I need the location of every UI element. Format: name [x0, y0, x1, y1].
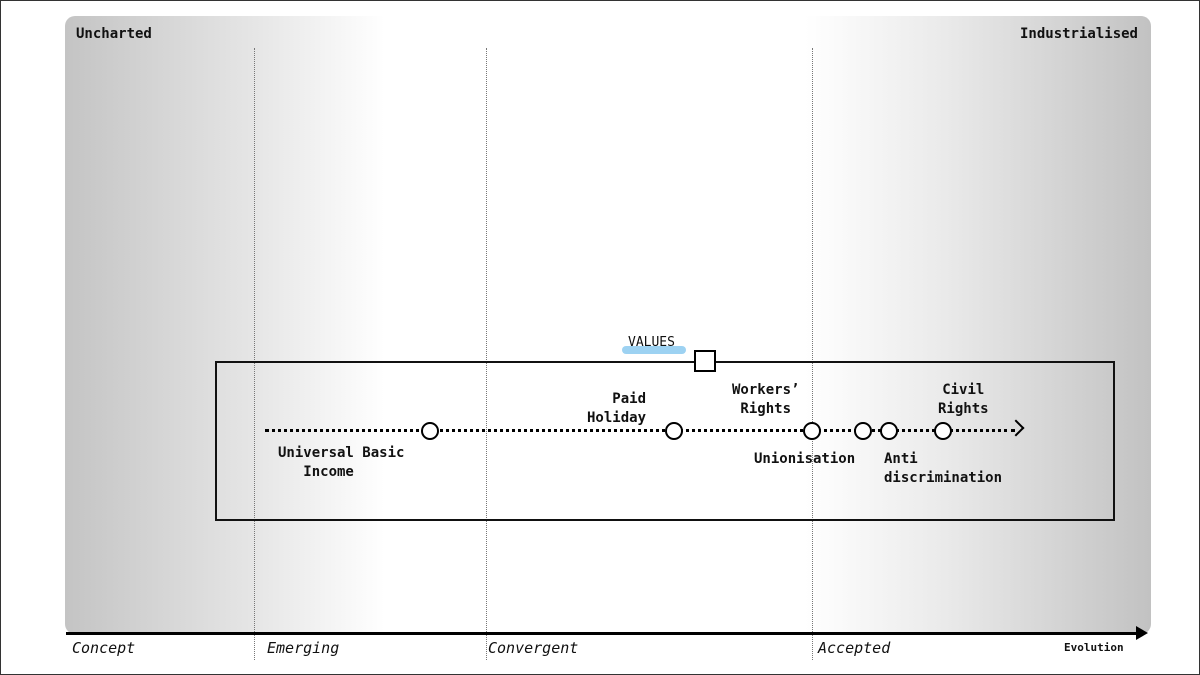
stage-accepted: Accepted: [818, 639, 891, 657]
stage-divider-accepted: [812, 48, 813, 660]
label-universal-basic-income: Universal Basic Income: [278, 445, 405, 480]
map-canvas: [65, 16, 1151, 634]
node-unionisation[interactable]: [854, 422, 872, 440]
values-highlight-mark: [622, 346, 686, 354]
values-group-label: VALUES: [628, 335, 675, 350]
evolution-axis-label: Evolution: [1064, 641, 1124, 654]
stage-divider-emerging: [254, 48, 255, 660]
node-universal-basic-income[interactable]: [421, 422, 439, 440]
uncharted-label: Uncharted: [76, 26, 152, 42]
label-workers-rights: Workers’ Rights: [732, 382, 800, 417]
label-anti-discrimination: Anti discrimination: [884, 451, 1003, 486]
label-unionisation: Unionisation: [754, 451, 856, 467]
evolution-axis: [66, 632, 1142, 635]
stage-concept: Concept: [72, 639, 136, 657]
node-anti-discrimination[interactable]: [880, 422, 898, 440]
values-anchor-node[interactable]: [694, 350, 716, 372]
stage-convergent: Convergent: [488, 639, 579, 657]
values-group-box[interactable]: [215, 361, 1115, 521]
label-paid-holiday: Paid Holiday: [587, 391, 647, 426]
stage-emerging: Emerging: [267, 639, 340, 657]
label-civil-rights: Civil Rights: [938, 382, 989, 417]
node-workers-rights[interactable]: [803, 422, 821, 440]
stage-divider-convergent: [486, 48, 487, 660]
evolution-axis-arrowhead: [1136, 626, 1148, 640]
evolution-path-line: [265, 429, 1015, 432]
node-civil-rights[interactable]: [934, 422, 952, 440]
node-paid-holiday[interactable]: [665, 422, 683, 440]
industrialised-label: Industrialised: [1019, 26, 1138, 42]
